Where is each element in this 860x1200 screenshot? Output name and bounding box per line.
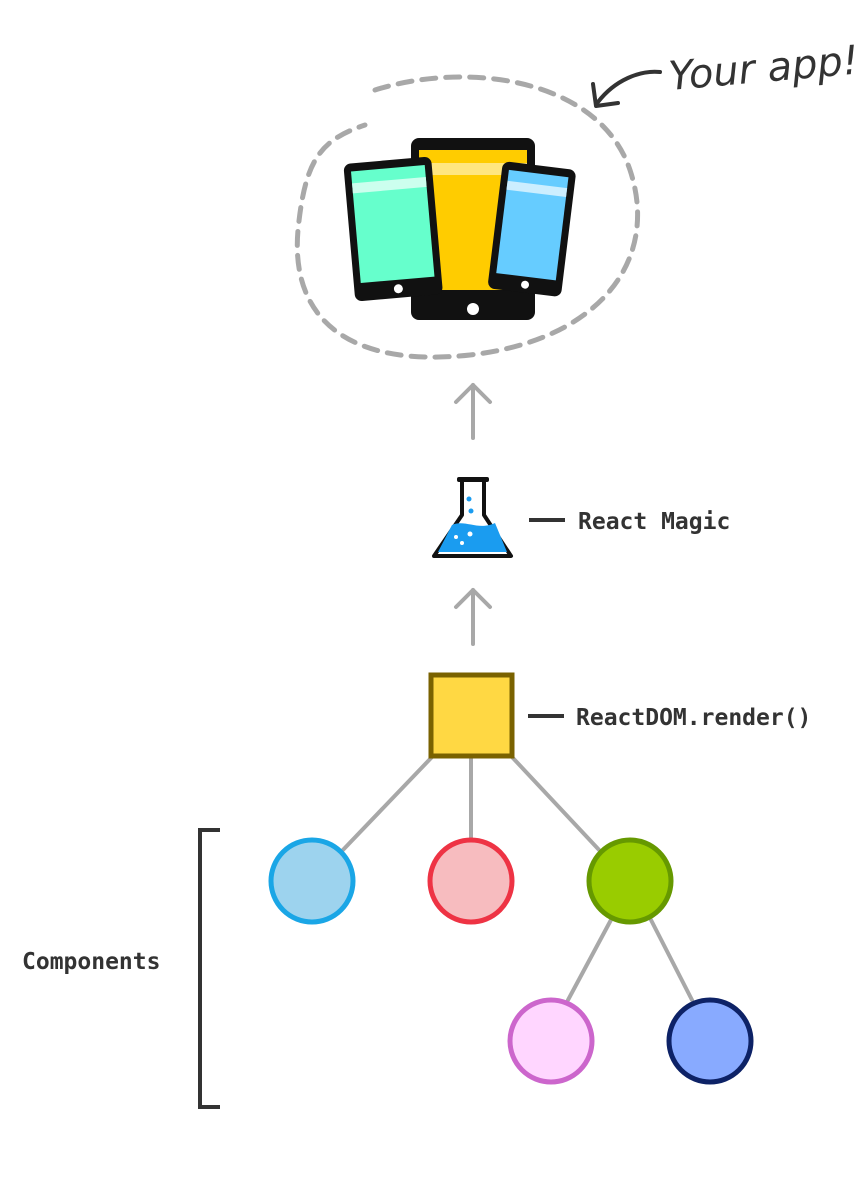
react-magic-label: React Magic	[578, 509, 730, 535]
app-dashed-outline	[294, 74, 641, 360]
curved-arrow-icon	[596, 69, 662, 104]
components-bracket	[198, 828, 220, 1109]
devices-icon	[343, 138, 576, 320]
curved-arrow-head	[591, 82, 620, 108]
component-node-green	[586, 837, 674, 925]
connector-root-green	[510, 755, 603, 854]
phone-right-icon	[488, 161, 576, 297]
your-app-annotation: Your app!	[591, 38, 860, 108]
connector-green-navy	[648, 916, 694, 1002]
connector-green-pink	[566, 916, 614, 1002]
connector-root-blue	[339, 755, 434, 854]
phone-left-icon	[343, 157, 443, 301]
component-node-pink	[507, 997, 595, 1085]
your-app-label: Your app!	[667, 38, 860, 100]
component-node-blue	[268, 837, 356, 925]
root-square	[428, 672, 515, 759]
component-node-red	[427, 837, 515, 925]
render-call-label: ReactDOM.render()	[576, 705, 811, 731]
components-label: Components	[22, 949, 160, 975]
up-arrow-icon	[454, 588, 492, 646]
up-arrow-icon	[454, 383, 492, 440]
flask-icon	[432, 477, 513, 558]
component-node-navy	[666, 997, 754, 1085]
tree-connectors	[339, 755, 694, 1002]
